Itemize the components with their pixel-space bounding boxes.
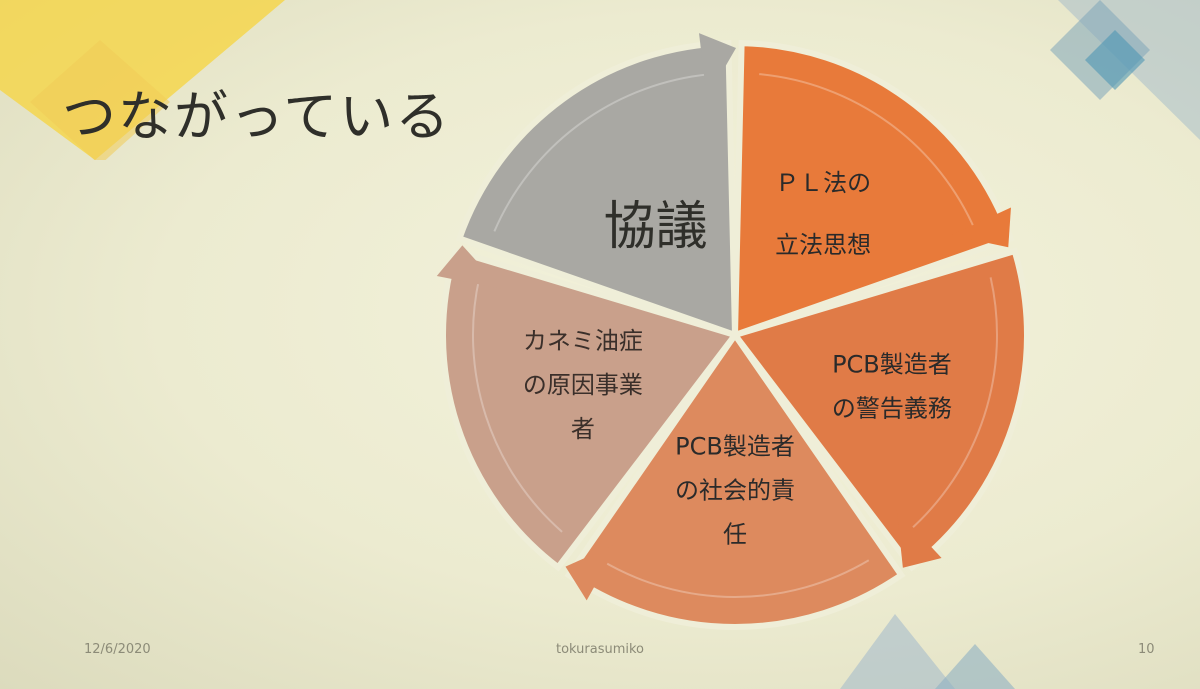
cycle-segment-label: PCB製造者の警告義務	[832, 350, 952, 422]
cycle-segment-3: PCB製造者の社会的責任	[564, 329, 906, 630]
slide-title: つながっている	[62, 85, 452, 148]
footer-author: tokurasumiko	[555, 642, 645, 657]
cycle-arrow-head	[565, 542, 619, 601]
cycle-segment-label-line: ＰＬ法の	[775, 169, 871, 197]
cycle-wedge	[731, 40, 1015, 340]
cycle-segment-label-line: 協議	[604, 197, 708, 257]
cycle-arrow-arc	[472, 277, 563, 533]
top-right-decoration	[1050, 0, 1200, 140]
cycle-segment-label: PCB製造者の社会的責任	[675, 432, 795, 548]
cycle-arrow-head	[896, 509, 942, 568]
footer-page-number: 10	[1138, 642, 1155, 657]
cycle-arrow-arc	[907, 277, 998, 533]
bottom-right-decoration	[840, 614, 1015, 689]
cycle-segment-label-line: 立法思想	[775, 231, 871, 259]
cycle-segment-label-line: 者	[571, 415, 595, 443]
cycle-arrow-arc	[493, 73, 711, 232]
cycle-segment-label-line: PCB製造者	[832, 350, 952, 378]
cycle-segment-1: ＰＬ法の立法思想	[731, 40, 1015, 340]
top-left-decoration	[0, 0, 285, 160]
cycle-segment-label-line: の社会的責	[675, 476, 795, 504]
footer-date: 12/6/2020	[84, 642, 151, 657]
cycle-segment-label: カネミ油症の原因事業者	[523, 327, 643, 443]
cycle-segment-label: 協議	[604, 197, 708, 257]
cycle-wedge	[455, 40, 739, 340]
cycle-arrow-head	[951, 207, 1011, 248]
cycle-segment-label-line: カネミ油症	[523, 327, 643, 355]
cycle-segment-2: PCB製造者の警告義務	[729, 247, 1030, 572]
cycle-segment-4: カネミ油症の原因事業者	[436, 245, 741, 572]
cycle-segment-label-line: PCB製造者	[675, 432, 795, 460]
cycle-arrow-head	[699, 33, 737, 99]
cycle-segment-5: 協議	[455, 33, 739, 340]
cycle-arrow-arc	[600, 559, 870, 598]
cycle-arrow-arc	[759, 73, 977, 232]
cycle-wedge	[440, 247, 741, 572]
cycle-segment-label: ＰＬ法の立法思想	[775, 169, 871, 259]
cycle-segment-label-line: の原因事業	[523, 371, 643, 399]
cycle-arrow-head	[436, 245, 502, 289]
cycle-wedge	[729, 247, 1030, 572]
cycle-segment-label-line: の警告義務	[832, 394, 952, 422]
cycle-wedge	[564, 329, 906, 630]
cycle-segment-label-line: 任	[723, 520, 747, 548]
